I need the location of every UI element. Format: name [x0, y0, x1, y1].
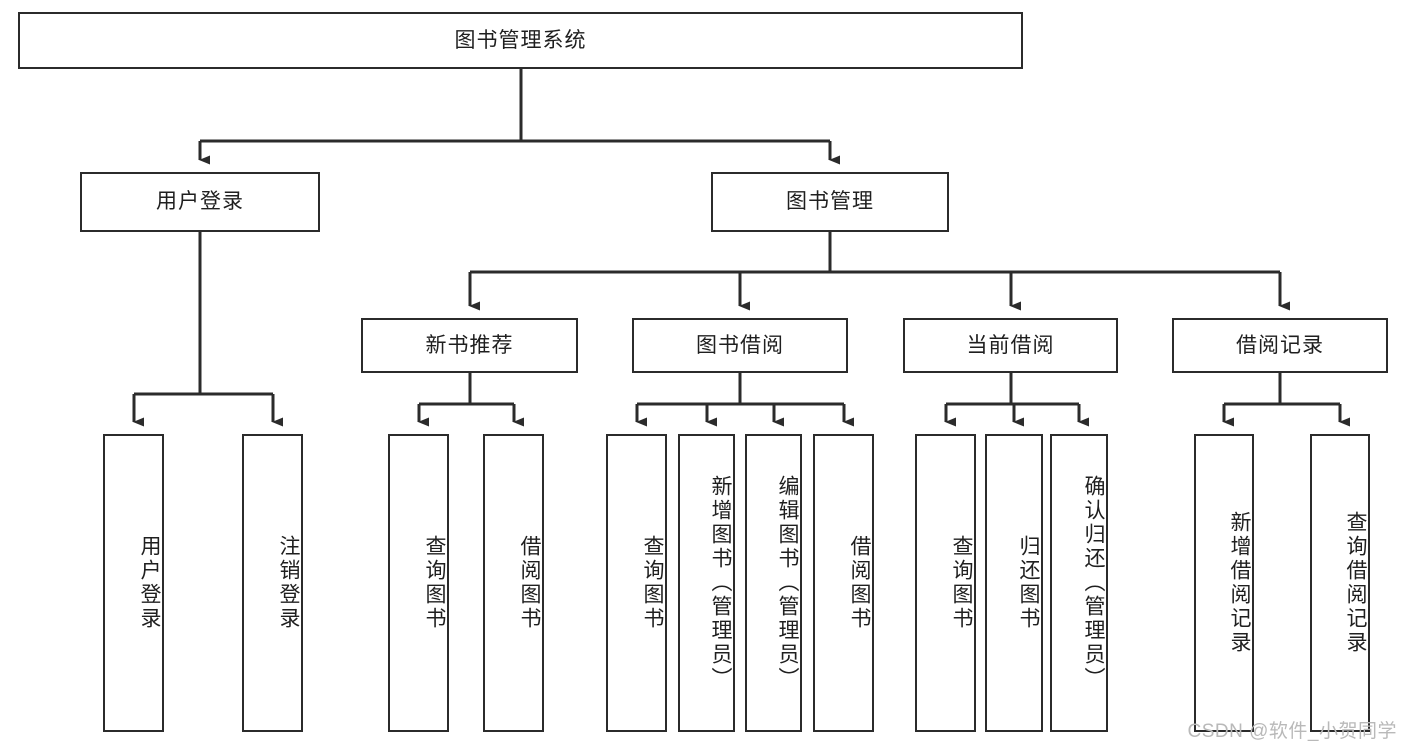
node-label: 新书推荐	[425, 333, 514, 357]
node-label: 查询图书	[950, 535, 973, 631]
node-label: 新增借阅记录	[1228, 511, 1251, 655]
node-label: 借阅图书	[848, 535, 871, 631]
node-label: 确认归还（管理员）	[1082, 475, 1105, 691]
node-leaf-borrow-book-2[interactable]: 借阅图书	[813, 434, 874, 732]
node-label: 查询图书	[641, 535, 664, 631]
node-leaf-query-book-3[interactable]: 查询图书	[915, 434, 976, 732]
node-borrow-record[interactable]: 借阅记录	[1172, 318, 1388, 373]
node-leaf-query-book-2[interactable]: 查询图书	[606, 434, 667, 732]
node-leaf-query-record[interactable]: 查询借阅记录	[1310, 434, 1370, 732]
node-label: 归还图书	[1017, 535, 1040, 631]
node-user-login[interactable]: 用户登录	[80, 172, 320, 232]
node-book-manage[interactable]: 图书管理	[711, 172, 949, 232]
node-leaf-borrow-book-1[interactable]: 借阅图书	[483, 434, 544, 732]
node-label: 图书管理	[786, 190, 874, 214]
node-leaf-add-book[interactable]: 新增图书（管理员）	[678, 434, 735, 732]
node-leaf-add-record[interactable]: 新增借阅记录	[1194, 434, 1254, 732]
node-label: 查询借阅记录	[1344, 511, 1367, 655]
node-label: 查询图书	[423, 535, 446, 631]
node-leaf-user-login[interactable]: 用户登录	[103, 434, 164, 732]
node-label: 编辑图书（管理员）	[776, 475, 799, 691]
node-current-borrow[interactable]: 当前借阅	[903, 318, 1118, 373]
node-leaf-edit-book[interactable]: 编辑图书（管理员）	[745, 434, 802, 732]
node-leaf-query-book-1[interactable]: 查询图书	[388, 434, 449, 732]
node-book-borrow[interactable]: 图书借阅	[632, 318, 848, 373]
node-label: 图书借阅	[696, 333, 784, 357]
node-label: 借阅记录	[1236, 333, 1324, 357]
node-label: 当前借阅	[966, 333, 1055, 357]
node-label: 注销登录	[277, 535, 300, 631]
node-new-book-recommend[interactable]: 新书推荐	[361, 318, 578, 373]
node-label: 用户登录	[138, 535, 161, 631]
node-label: 用户登录	[156, 190, 244, 214]
node-label: 借阅图书	[518, 535, 541, 631]
node-leaf-logout[interactable]: 注销登录	[242, 434, 303, 732]
node-root[interactable]: 图书管理系统	[18, 12, 1023, 69]
node-leaf-return-book[interactable]: 归还图书	[985, 434, 1043, 732]
node-label: 新增图书（管理员）	[709, 475, 732, 691]
node-label: 图书管理系统	[454, 28, 587, 52]
node-leaf-confirm-return[interactable]: 确认归还（管理员）	[1050, 434, 1108, 732]
